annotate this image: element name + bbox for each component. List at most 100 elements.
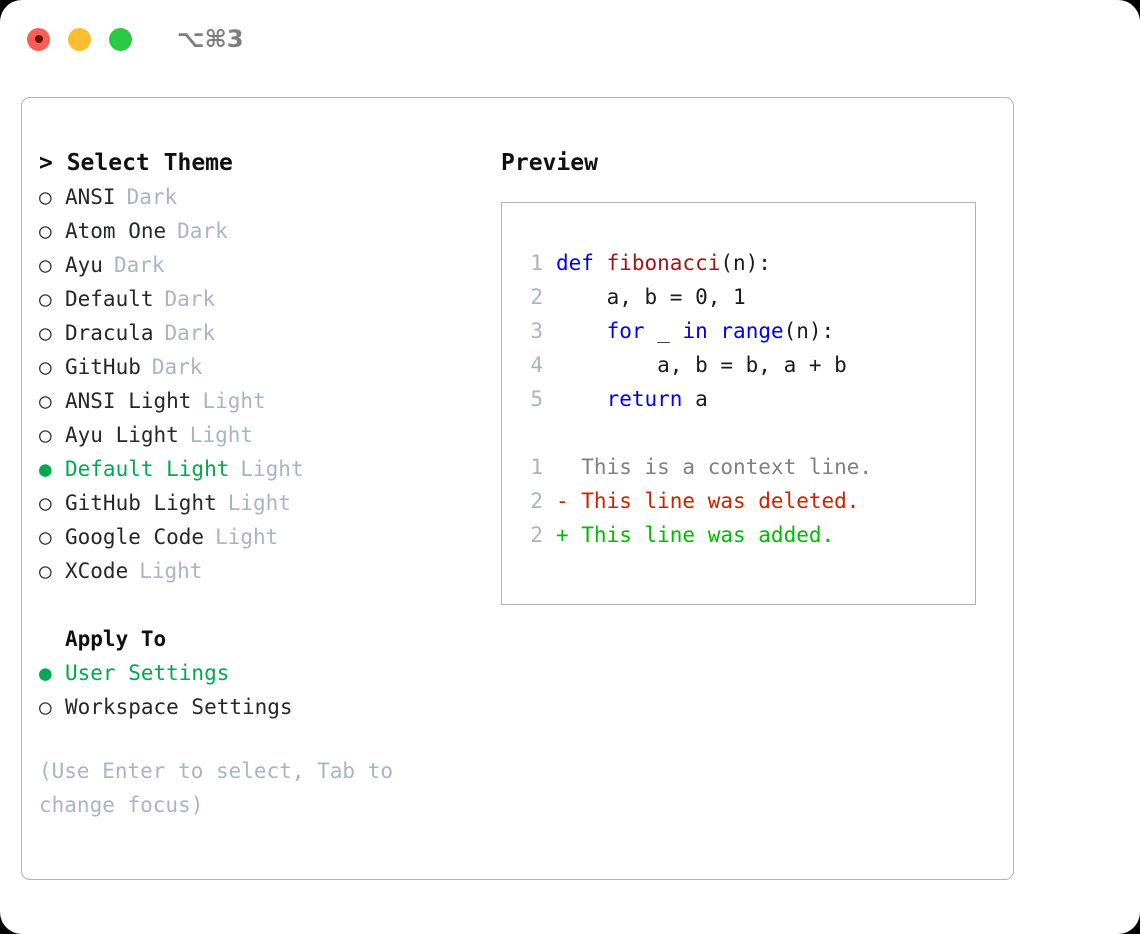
window-controls	[27, 27, 132, 51]
theme-option-tag: Dark	[126, 185, 178, 209]
theme-option-github[interactable]: ○ GitHub Dark	[39, 350, 509, 384]
code-line: 3 for _ in range(n):	[517, 314, 872, 348]
code-token-plain: a	[682, 387, 708, 411]
radio-icon: ○	[39, 355, 52, 379]
apply-to-option-user-settings[interactable]: ● User Settings	[39, 656, 509, 690]
code-token-plain: (n):	[783, 319, 835, 343]
theme-option-list: ○ ANSI Dark ○ Atom One Dark ○ Ayu Dark	[39, 180, 509, 588]
theme-option-label: Atom One	[65, 219, 167, 243]
theme-option-ayu[interactable]: ○ Ayu Dark	[39, 248, 509, 282]
theme-option-dracula[interactable]: ○ Dracula Dark	[39, 316, 509, 350]
line-number: 2	[530, 285, 543, 309]
recording-dot-icon	[34, 35, 43, 43]
theme-option-ansi-light[interactable]: ○ ANSI Light Light	[39, 384, 509, 418]
theme-option-label: ANSI Light	[65, 389, 192, 413]
preview-heading: Preview	[501, 150, 598, 176]
list-spacer	[39, 588, 509, 622]
code-token-function: fibonacci	[606, 251, 721, 275]
apply-to-option-workspace-settings[interactable]: ○ Workspace Settings	[39, 690, 509, 724]
theme-option-ansi[interactable]: ○ ANSI Dark	[39, 180, 509, 214]
line-number: 2	[530, 489, 543, 513]
code-token-plain: a, b = 0, 1	[556, 285, 746, 309]
theme-option-tag: Light	[240, 457, 304, 481]
code-blank-line	[517, 416, 872, 450]
radio-icon: ○	[39, 491, 52, 515]
code-token-plain	[556, 314, 607, 348]
code-token-keyword: for	[606, 319, 645, 343]
apply-to-option-label: User Settings	[65, 661, 230, 685]
diff-text: + This line was added.	[556, 523, 835, 547]
preview-box: 1 def fibonacci(n): 2 a, b = 0, 1 3 for …	[501, 202, 976, 605]
theme-option-default-light[interactable]: ● Default Light Light	[39, 452, 509, 486]
minimize-button[interactable]	[68, 27, 91, 51]
theme-option-atom-one[interactable]: ○ Atom One Dark	[39, 214, 509, 248]
theme-option-label: GitHub	[65, 355, 141, 379]
radio-icon: ○	[39, 185, 52, 209]
code-line: 1 def fibonacci(n):	[517, 246, 872, 280]
theme-option-xcode[interactable]: ○ XCode Light	[39, 554, 509, 588]
code-line: 4 a, b = b, a + b	[517, 348, 872, 382]
theme-list-column: > Select Theme ○ ANSI Dark ○ Atom One Da…	[39, 146, 509, 822]
title-bar: ⌥⌘3	[0, 0, 1140, 78]
theme-option-tag: Dark	[164, 321, 216, 345]
radio-icon: ○	[39, 525, 52, 549]
radio-icon: ○	[39, 423, 52, 447]
theme-option-label: Google Code	[65, 525, 205, 549]
theme-option-label: Default	[65, 287, 154, 311]
apply-to-option-label: Workspace Settings	[65, 695, 293, 719]
radio-icon-selected: ●	[39, 661, 52, 685]
diff-line-added: 2 + This line was added.	[517, 518, 872, 552]
theme-option-ayu-light[interactable]: ○ Ayu Light Light	[39, 418, 509, 452]
code-line: 5 return a	[517, 382, 872, 416]
theme-selector-panel: > Select Theme ○ ANSI Dark ○ Atom One Da…	[21, 97, 1014, 880]
select-theme-heading: > Select Theme	[39, 150, 233, 176]
code-token-builtin: range	[720, 319, 784, 343]
radio-icon: ○	[39, 559, 52, 583]
code-preview: 1 def fibonacci(n): 2 a, b = 0, 1 3 for …	[517, 246, 872, 552]
radio-icon: ○	[39, 695, 52, 719]
line-number: 3	[530, 319, 543, 343]
line-number: 1	[530, 251, 543, 275]
theme-option-default[interactable]: ○ Default Dark	[39, 282, 509, 316]
diff-line-context: 1 This is a context line.	[517, 450, 872, 484]
diff-text: - This line was deleted.	[556, 489, 860, 513]
code-token-plain: a, b = b, a + b	[556, 353, 847, 377]
preview-column: Preview 1 def fibonacci(n): 2 a, b = 0, …	[501, 146, 1001, 605]
line-number: 4	[530, 353, 543, 377]
theme-option-tag: Light	[227, 491, 291, 515]
theme-option-github-light[interactable]: ○ GitHub Light Light	[39, 486, 509, 520]
theme-option-google-code[interactable]: ○ Google Code Light	[39, 520, 509, 554]
theme-option-label: XCode	[65, 559, 129, 583]
code-token-keyword: def	[556, 251, 607, 275]
radio-icon: ○	[39, 219, 52, 243]
code-token-plain: (n):	[720, 251, 771, 275]
theme-option-tag: Light	[215, 525, 279, 549]
theme-option-label: Ayu Light	[65, 423, 179, 447]
code-token-keyword: return	[606, 387, 683, 411]
theme-option-tag: Light	[189, 423, 254, 447]
theme-option-tag: Light	[139, 559, 203, 583]
theme-option-tag: Dark	[113, 253, 165, 277]
code-line: 2 a, b = 0, 1	[517, 280, 872, 314]
apply-to-heading: Apply To	[65, 627, 167, 651]
theme-option-tag: Dark	[151, 355, 203, 379]
code-token-keyword: in	[682, 319, 708, 343]
diff-line-deleted: 2 - This line was deleted.	[517, 484, 872, 518]
theme-option-label: GitHub Light	[65, 491, 217, 515]
code-token-plain: _	[644, 319, 683, 343]
close-button[interactable]	[27, 27, 50, 51]
keyboard-hint-text: (Use Enter to select, Tab to change focu…	[39, 759, 394, 817]
radio-icon-selected: ●	[39, 457, 52, 481]
theme-option-label: ANSI	[65, 185, 116, 209]
zoom-button[interactable]	[109, 27, 132, 51]
radio-icon: ○	[39, 389, 52, 413]
diff-text: This is a context line.	[556, 455, 873, 479]
code-token-plain	[708, 314, 721, 348]
code-token-plain	[556, 382, 607, 416]
radio-icon: ○	[39, 287, 52, 311]
theme-option-tag: Dark	[164, 287, 216, 311]
theme-option-label: Ayu	[65, 253, 103, 277]
theme-option-label: Dracula	[65, 321, 154, 345]
line-number: 5	[530, 387, 543, 411]
